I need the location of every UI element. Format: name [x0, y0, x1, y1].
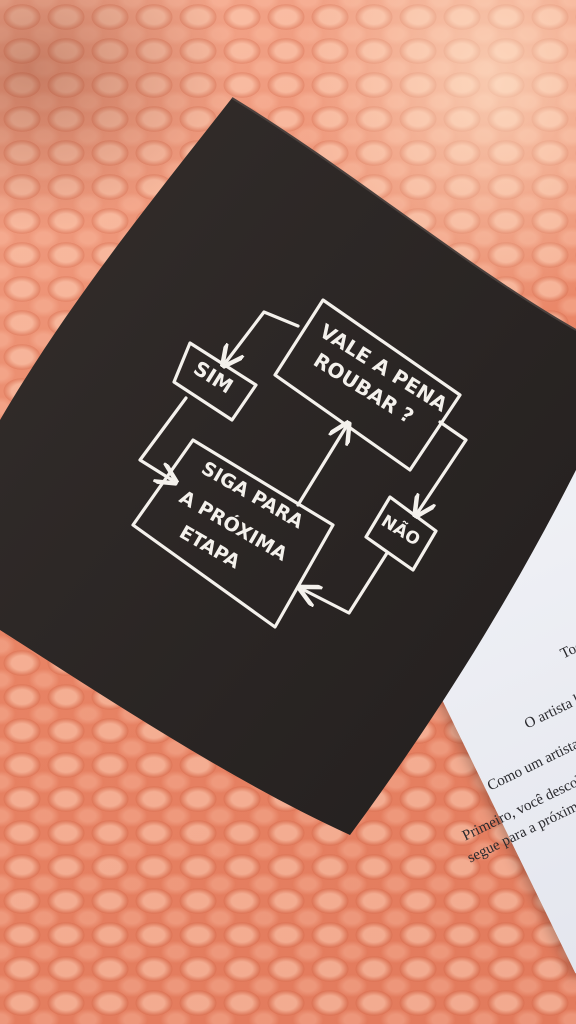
sunlight-patch	[300, 0, 576, 320]
shadow-patch	[0, 0, 240, 230]
